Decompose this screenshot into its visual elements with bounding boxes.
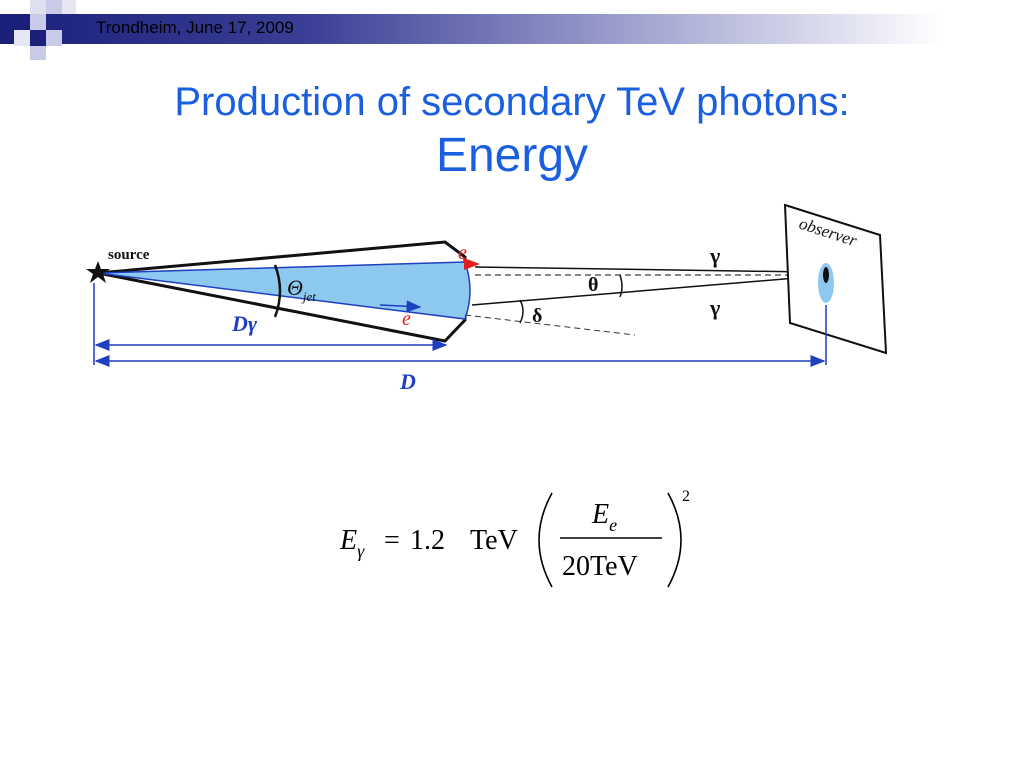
theta-jet-arc — [273, 264, 282, 318]
gamma-ray-lower — [471, 272, 810, 306]
electron-label-lower: e — [402, 308, 411, 330]
observer-dot — [823, 267, 829, 283]
electron-label-upper: e — [458, 242, 467, 264]
header-bar — [0, 14, 1024, 44]
slide-title: Production of secondary TeV photons: Ene… — [0, 78, 1024, 186]
d-gamma-label: Dγ — [231, 311, 258, 336]
eq-exponent: 2 — [682, 488, 690, 505]
gamma-ray-upper — [474, 265, 810, 278]
eq-coefficient: 1.2 — [410, 525, 445, 556]
eq-denominator: 20TeV — [562, 551, 638, 582]
theta-label: θ — [588, 274, 598, 296]
eq-unit: TeV — [470, 525, 518, 556]
d-label: D — [399, 369, 416, 394]
eq-equals: = — [384, 525, 400, 556]
delta-label: δ — [532, 305, 542, 327]
title-line1: Production of secondary TeV photons: — [174, 80, 850, 124]
eq-numerator: Ee — [591, 499, 617, 535]
energy-equation: Eγ = 1.2 TeV Ee 20TeV 2 — [339, 488, 690, 588]
theta-jet-label: Θjet — [287, 275, 316, 304]
source-label: source — [108, 247, 150, 263]
observer-screen — [783, 203, 888, 355]
jet-axis-dashed-line — [464, 314, 636, 336]
delta-arc — [519, 299, 524, 324]
eq-lhs: Eγ — [339, 525, 365, 561]
header-date: Trondheim, June 17, 2009 — [96, 18, 294, 37]
eq-right-paren — [667, 492, 682, 588]
gamma-label-upper: γ — [709, 243, 720, 268]
source-star-icon — [86, 261, 110, 283]
jet-geometry-diagram: source Θjet e e γ γ θ δ observer Dγ D — [86, 203, 888, 394]
title-line2: Energy — [435, 129, 589, 182]
gamma-label-lower: γ — [709, 295, 720, 320]
logo-squares — [14, 0, 76, 60]
theta-arc — [619, 274, 623, 298]
electron-arrow-lower — [379, 300, 422, 313]
eq-left-paren — [538, 492, 553, 588]
